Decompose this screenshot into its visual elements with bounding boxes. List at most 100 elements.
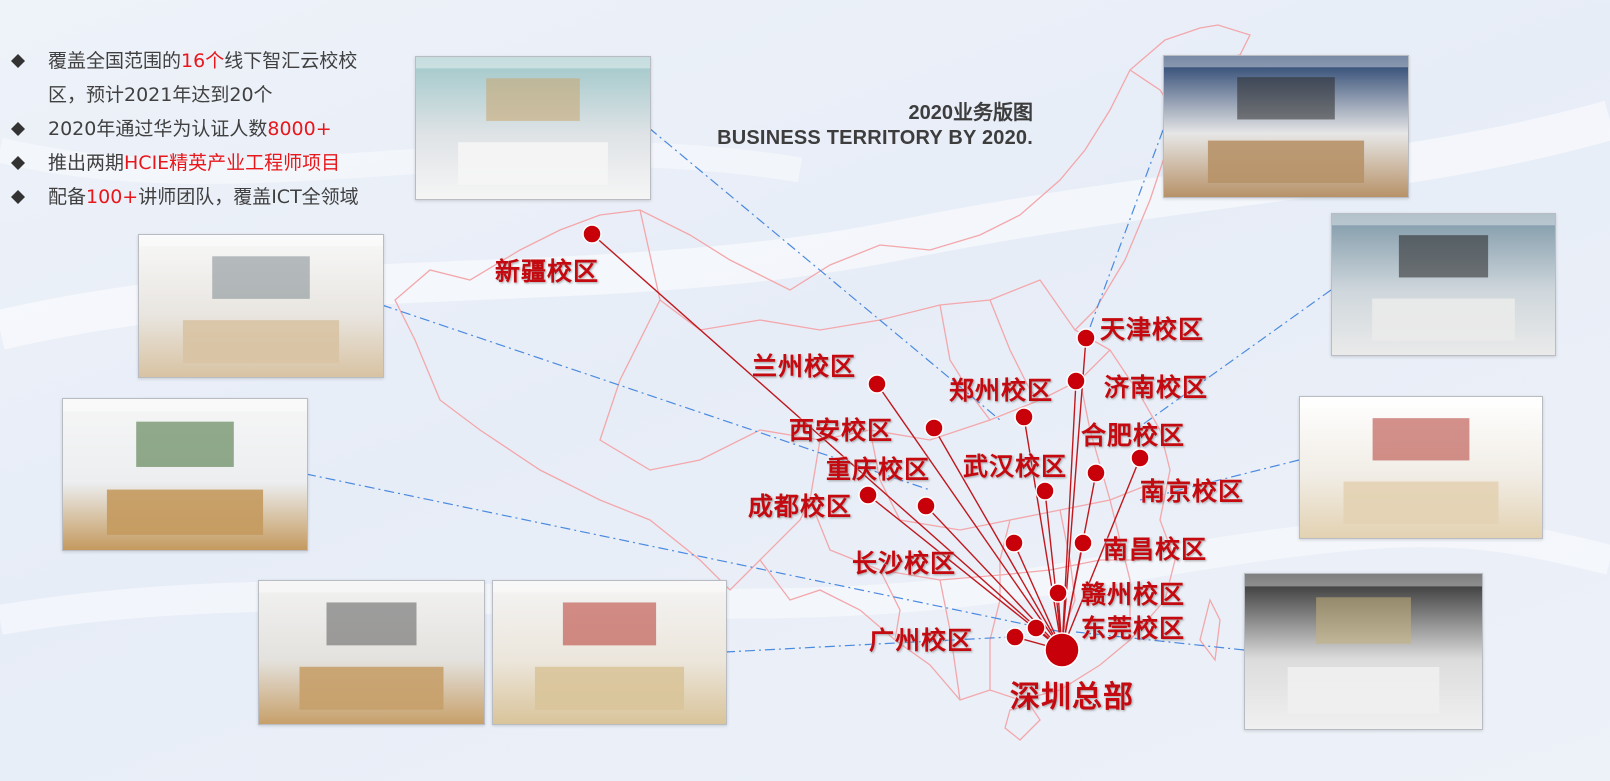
highlight-text: 16个 [181, 50, 225, 72]
campus-dot [1073, 533, 1093, 553]
connector-line [724, 636, 1011, 653]
photo-image [1164, 56, 1408, 183]
text-segment: 覆盖全国范围的 [48, 50, 182, 72]
campus-dot [867, 374, 887, 394]
campus-label: 济南校区 [1104, 373, 1209, 402]
campus-label: 天津校区 [1100, 315, 1205, 344]
map-title: 2020业务版图 BUSINESS TERRITORY BY 2020. [717, 101, 1033, 151]
highlights-list: 覆盖全国范围的16个线下智汇云校校区，预计2021年达到20个 2020年通过华为… [10, 44, 410, 214]
photo-reception-3: 讯方技术 智汇云校 华为授权培训合作伙伴 [62, 398, 308, 551]
highlight-text: HCIE精英产业工程师项目 [124, 152, 341, 174]
campus-label: 东莞校区 [1081, 614, 1186, 643]
campus-dot [1005, 627, 1025, 647]
connector-line [648, 127, 1001, 421]
photo-image [63, 399, 307, 535]
connector-line [1075, 631, 1245, 651]
text-segment: 推出两期 [48, 152, 125, 174]
campus-dot [1014, 407, 1034, 427]
campus-label: 重庆校区 [826, 455, 931, 484]
route-line [933, 427, 1063, 651]
route-line [1061, 380, 1077, 651]
bullet-text: 推出两期HCIE精英产业工程师项目 [48, 152, 340, 174]
bullet-item: 推出两期HCIE精英产业工程师项目 [10, 146, 410, 180]
highlight-text: 100+ [86, 186, 139, 208]
campus-dots [582, 224, 1150, 668]
photo-computer-lab [1331, 213, 1556, 356]
text-segment: 讲师团队，覆盖ICT全领域 [138, 186, 359, 208]
campus-label: 南昌校区 [1103, 535, 1208, 564]
headquarters-label: 深圳总部 [1010, 680, 1134, 715]
photo-image [259, 581, 484, 710]
route-line [1061, 542, 1084, 651]
bullet-item: 配备100+讲师团队，覆盖ICT全领域 [10, 180, 410, 214]
photo-reception-4: 智汇云校 [258, 580, 485, 725]
diamond-bullet-icon [11, 156, 25, 170]
campus-label: 兰州校区 [752, 352, 857, 381]
campus-label: 南京校区 [1140, 477, 1245, 506]
campus-dot [858, 485, 878, 505]
campus-dot [1076, 328, 1096, 348]
campus-dot [1086, 463, 1106, 483]
route-line [1044, 490, 1063, 651]
bullet-continuation: 区，预计2021年达到20个 [48, 84, 273, 106]
campus-dot [1026, 618, 1046, 638]
campus-label: 合肥校区 [1081, 421, 1186, 450]
campus-label: 成都校区 [748, 492, 853, 521]
diamond-bullet-icon [11, 190, 25, 204]
campus-dot [1066, 371, 1086, 391]
photo-hallway [1244, 573, 1483, 730]
campus-dot [1035, 481, 1055, 501]
bullet-item: 2020年通过华为认证人数8000+ [10, 112, 410, 146]
photo-connector-lines [305, 127, 1332, 653]
photo-notice-board [1299, 396, 1543, 539]
photo-classroom-1 [1163, 55, 1409, 198]
photo-reception-2: 讯方·智汇云校 华为授权培训合作伙伴 [138, 234, 384, 378]
headquarters-dot [1044, 632, 1080, 668]
highlight-text: 8000+ [267, 118, 332, 140]
title-zh: 2020业务版图 [908, 102, 1034, 124]
photo-wall-honors [492, 580, 727, 725]
province-borders [394, 24, 1251, 741]
connector-line [305, 473, 1063, 633]
campus-label: 郑州校区 [949, 376, 1054, 405]
connector-line [1139, 459, 1300, 501]
title-en: BUSINESS TERRITORY BY 2020. [717, 127, 1033, 149]
campus-dot [1130, 448, 1150, 468]
route-lines [591, 233, 1141, 651]
text-segment: 配备 [48, 186, 87, 208]
photo-image [1245, 574, 1482, 714]
campus-label: 武汉校区 [963, 452, 1068, 481]
route-line [591, 233, 1063, 651]
campus-label: 广州校区 [869, 626, 974, 655]
photo-reception-1: 讯方·智汇云校 深圳市讯方技术股份有限公司 华为授权培训合作伙伴 [415, 56, 651, 200]
campus-label: 长沙校区 [852, 549, 957, 578]
text-segment: 2020年通过华为认证人数 [48, 118, 268, 140]
campus-label: 西安校区 [789, 416, 894, 445]
photo-image [416, 57, 650, 185]
diamond-bullet-icon [11, 54, 25, 68]
connector-line [1134, 289, 1332, 431]
campus-dot [1048, 583, 1068, 603]
photo-image [493, 581, 726, 710]
route-line [1023, 416, 1063, 651]
campus-label: 新疆校区 [495, 257, 600, 286]
bullet-text: 2020年通过华为认证人数8000+ [48, 118, 332, 140]
campus-dot [916, 496, 936, 516]
photo-image [139, 235, 383, 363]
bullet-text: 覆盖全国范围的16个线下智汇云校校 [48, 50, 357, 72]
bullet-item: 覆盖全国范围的16个线下智汇云校校区，预计2021年达到20个 [10, 44, 410, 112]
campus-label: 赣州校区 [1081, 580, 1186, 609]
campus-dot [924, 418, 944, 438]
route-line [1013, 542, 1063, 651]
bullet-text: 配备100+讲师团队，覆盖ICT全领域 [48, 186, 359, 208]
connector-line [1085, 129, 1164, 339]
route-line [876, 383, 1063, 651]
diamond-bullet-icon [11, 122, 25, 136]
connector-line [381, 304, 931, 491]
campus-dot [1004, 533, 1024, 553]
campus-dot [582, 224, 602, 244]
route-line [1061, 457, 1141, 651]
photo-image [1332, 214, 1555, 341]
photo-image [1300, 397, 1542, 524]
